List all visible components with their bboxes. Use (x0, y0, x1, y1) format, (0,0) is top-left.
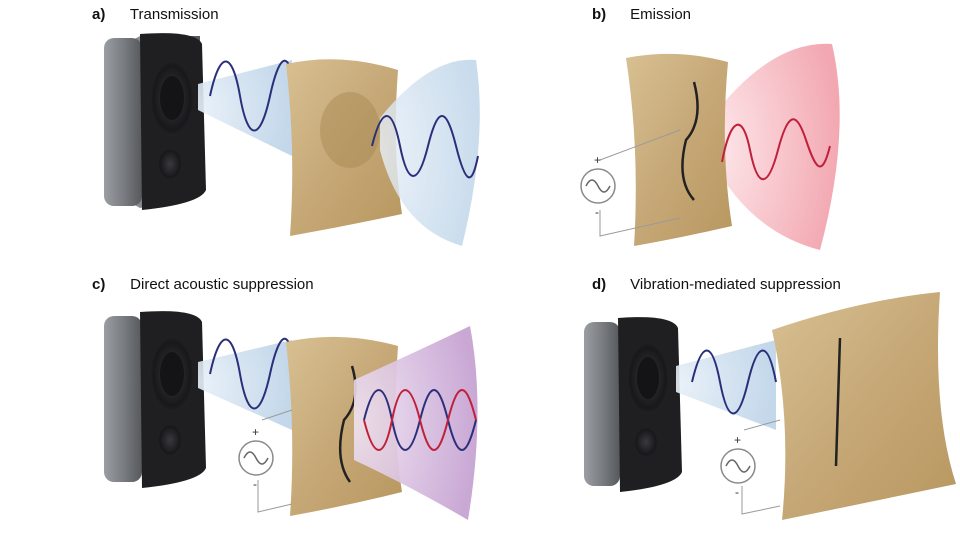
source-plus-sign: + (594, 153, 601, 167)
panel-letter: b) (592, 6, 607, 23)
sound-beam-icon (198, 340, 292, 430)
sound-wave-icon (209, 59, 295, 132)
panel-b-diagram: + - (580, 43, 840, 250)
panel-a-transmission: a) Transmission (0, 0, 480, 270)
sound-wave-icon (691, 349, 777, 415)
source-minus-sign: - (253, 477, 257, 491)
fabric-sheet-icon (626, 53, 732, 247)
sound-beam-icon (710, 43, 840, 250)
ac-voltage-source-icon: + - (238, 425, 274, 491)
panel-title: Transmission (129, 6, 219, 23)
sound-wave-icon (209, 337, 295, 410)
panel-title: Emission (630, 6, 692, 23)
speaker-icon (584, 317, 682, 492)
panel-d-vibration-mediated-suppression: + - d) Vibration-mediated suppression (480, 270, 960, 540)
sound-beam-icon (354, 326, 478, 520)
sound-beam-icon (676, 340, 776, 430)
panel-label: c) Direct acoustic suppression (92, 276, 314, 293)
panel-label: d) Vibration-mediated suppression (592, 276, 841, 293)
ac-voltage-source-icon: + - (720, 433, 756, 499)
sound-wave-icon (721, 118, 831, 181)
source-plus-sign: + (734, 433, 741, 447)
sound-beam-icon (198, 60, 292, 156)
source-minus-sign: - (595, 205, 599, 219)
fabric-sheet-icon (772, 292, 956, 520)
speaker-icon (104, 33, 206, 210)
panel-title: Vibration-mediated suppression (630, 276, 841, 293)
panel-letter: d) (592, 276, 607, 293)
source-plus-sign: + (252, 425, 259, 439)
sound-wave-icon (363, 389, 477, 451)
panel-b-emission: + - b) Emission (480, 0, 960, 270)
source-minus-sign: - (735, 485, 739, 499)
panel-c-diagram: + - (104, 311, 478, 520)
panel-label: a) Transmission (92, 6, 219, 23)
panel-d-diagram: + - (584, 292, 956, 520)
sound-wave-icon (371, 115, 479, 179)
panel-letter: c) (92, 276, 106, 293)
speaker-icon (104, 311, 206, 488)
sound-beam-icon (380, 59, 480, 247)
panel-c-direct-acoustic-suppression: + - c) Direct acoustic suppression (0, 270, 480, 540)
fabric-sheet-icon (286, 59, 402, 237)
panel-label: b) Emission (592, 6, 691, 23)
panel-a-diagram (104, 33, 480, 247)
panel-title: Direct acoustic suppression (130, 276, 314, 293)
panel-letter: a) (92, 6, 106, 23)
ac-voltage-source-icon: + - (580, 153, 616, 219)
